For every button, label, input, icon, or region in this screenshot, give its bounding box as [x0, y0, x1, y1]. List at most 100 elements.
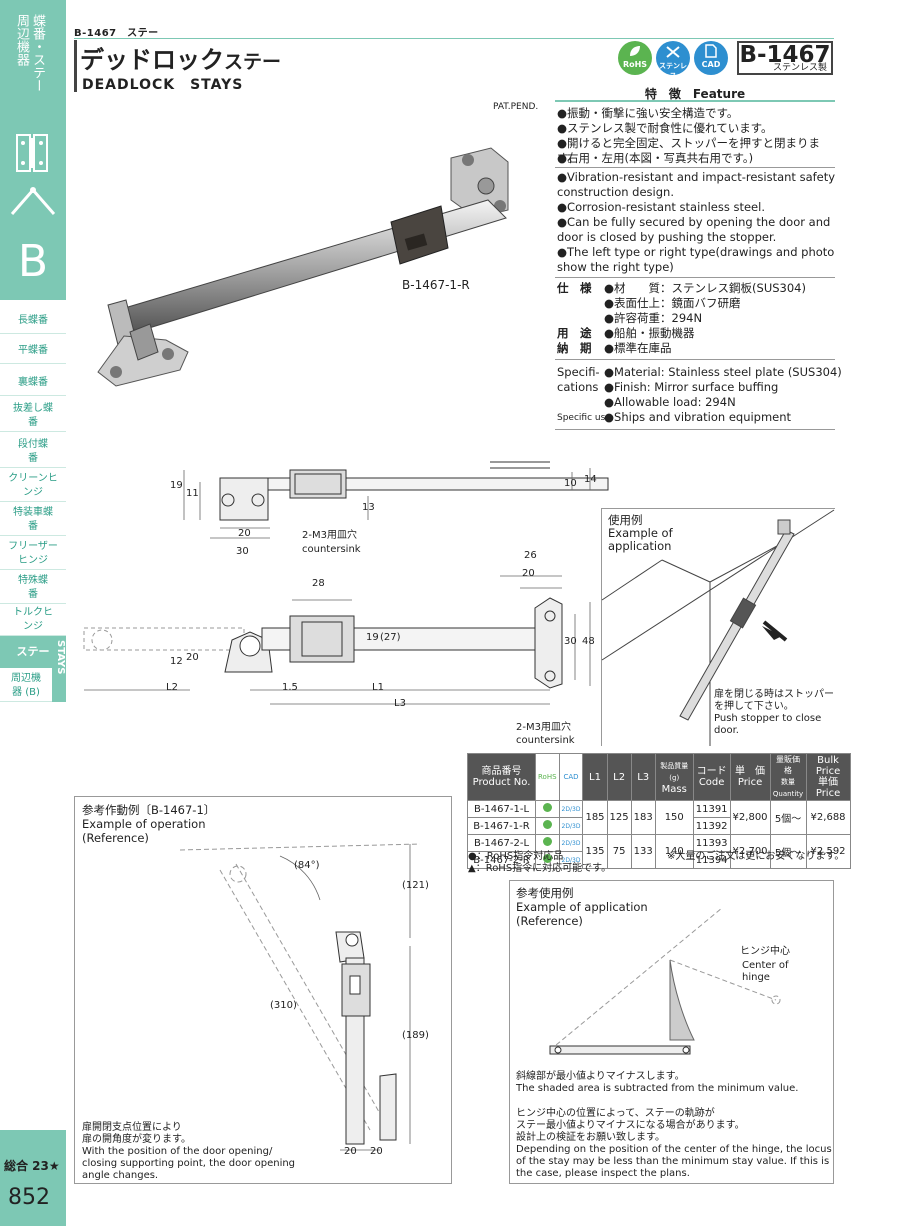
th-rohs-label: RoHS: [538, 772, 557, 781]
cell-rohs: [535, 817, 560, 835]
side-view-drawing: [183, 461, 609, 539]
header-rule: [74, 38, 834, 39]
sidebar-item-1[interactable]: 平蝶番: [0, 338, 66, 364]
sidebar-item-3[interactable]: 抜差し蝶番: [0, 402, 66, 432]
th-mass-en: Mass: [661, 783, 687, 795]
application-drawing: [549, 907, 781, 1055]
operation-title-en1: Example of operation: [82, 817, 206, 831]
cad-badge: CAD: [694, 41, 728, 75]
operation-dim-310: (310): [270, 1000, 297, 1011]
sidebar-item-after[interactable]: 周辺機器 (B): [0, 672, 52, 702]
header-bar: [74, 40, 77, 92]
application-note-0: 斜線部が最小値よりマイナスします。: [516, 1071, 685, 1082]
cell-product: B-1467-1-R: [467, 817, 536, 835]
sidebar-letter: B: [17, 236, 49, 287]
cell-price: ¥2,800: [729, 800, 771, 835]
dim-main-19: 19: [366, 632, 379, 643]
header-code-line: B-1467 ステー: [74, 28, 159, 39]
spec-jp-0: ●材 質：ステンレス鋼板(SUS304): [604, 281, 806, 295]
spec-en-use-label: Specific use: [557, 413, 611, 423]
sidebar-subcategory: 周辺機器: [14, 14, 29, 66]
application-note-4: ステー最小値よりマイナスになる場合があります。: [516, 1120, 745, 1131]
plan-view-drawing: [83, 575, 591, 705]
dim-main-27: (27): [380, 632, 401, 643]
spec-divider-mid: [555, 359, 835, 360]
stay-icon: [10, 187, 56, 215]
cell-cad[interactable]: 2D/3D: [558, 851, 584, 869]
spec-en-label-1: Specifi-: [557, 365, 600, 379]
note-triangle: ▲：RoHS指令に対応可能です。: [468, 863, 612, 874]
operation-dim-121: (121): [402, 880, 429, 891]
sidebar-item-5[interactable]: クリーンヒンジ: [0, 472, 66, 502]
usage-title-en2: application: [608, 539, 672, 553]
dim-main-20: 20: [522, 568, 535, 579]
th-price-en: Price: [737, 777, 763, 788]
cell-cad[interactable]: 2D/3D: [558, 834, 584, 852]
sidebar-item-0[interactable]: 長蝶番: [0, 308, 66, 334]
spec-divider-top: [555, 277, 835, 278]
dim-main-l3: L3: [394, 698, 406, 709]
title-jp-bold: デッドロック: [80, 46, 224, 74]
leaf-icon: [630, 46, 640, 56]
photo-label: B-1467-1-R: [402, 278, 470, 292]
title-en: DEADLOCK STAYS: [82, 77, 244, 93]
sidebar-item-4[interactable]: 段付蝶番: [0, 438, 66, 468]
cell-bulk: ¥2,592: [805, 834, 851, 869]
th-code-en: Code: [698, 777, 725, 788]
dim-top-11: 11: [186, 488, 199, 499]
cell-l2: 125: [606, 800, 632, 835]
spec-label-yoto: 用 途: [557, 326, 592, 340]
sidebar-item-6[interactable]: 特装車蝶番: [0, 506, 66, 536]
sidebar-item-9[interactable]: トルクヒンジ: [0, 606, 66, 636]
page-number: 852: [8, 1185, 50, 1210]
th-rohs: RoHS: [535, 753, 560, 801]
th-cad: CAD: [558, 753, 584, 801]
operation-dim-189: (189): [402, 1030, 429, 1041]
spec-jp-2: ●許容荷重：294N: [604, 311, 703, 325]
dim-main-30: 30: [564, 636, 577, 647]
hinge-center-jp: ヒンジ中心: [740, 946, 790, 957]
th-qty-jp: 量販価格: [776, 755, 801, 775]
sidebar-item-8[interactable]: 特殊蝶番: [0, 574, 66, 604]
application-note-7: of the stay may be less than the minimum…: [516, 1156, 830, 1167]
cad-badge-label: CAD: [701, 60, 721, 69]
application-title-en2: (Reference): [516, 914, 583, 928]
sidebar-sogo: 総合 23★: [4, 1159, 60, 1173]
cell-l3: 133: [630, 834, 656, 869]
cell-rohs: [535, 834, 560, 852]
cell-mass: 140: [654, 834, 694, 869]
operation-dim-20b: 20: [370, 1146, 383, 1157]
usage-note-2: Push stopper to close: [714, 713, 822, 724]
usage-title-jp: 使用例: [608, 513, 643, 527]
rohs-badge-label: RoHS: [622, 60, 648, 69]
sidebar-item-7[interactable]: フリーザーヒンジ: [0, 540, 66, 570]
dim-top-20: 20: [238, 528, 251, 539]
cell-l3: 183: [630, 800, 656, 835]
page-title: デッドロックステー: [80, 40, 281, 75]
cell-qty: 5個～: [769, 800, 807, 835]
cell-code: 11391: [692, 800, 731, 818]
th-l3: L3: [630, 753, 656, 801]
spec-label-shiyo: 仕 様: [557, 281, 592, 295]
cell-product: B-1467-1-L: [467, 800, 536, 818]
pat-pend: PAT.PEND.: [493, 102, 539, 112]
note-rohs: ●：RoHS指令対応品: [468, 851, 564, 862]
note-bulk: ※大量のご注文は更にお安くなります。: [667, 851, 845, 862]
spec-en-label-2: cations: [557, 380, 599, 394]
sidebar-item-2[interactable]: 裏蝶番: [0, 370, 66, 396]
sidebar-stays-tab: STAYS: [52, 640, 66, 702]
cell-cad[interactable]: 2D/3D: [558, 800, 584, 818]
operation-dim-20a: 20: [344, 1146, 357, 1157]
table-row: B-1467-2-R 2D/3D 11394: [467, 851, 851, 869]
feature-jp-3: ●右用・左用(本図・写真共右用です。): [557, 151, 754, 165]
application-note-3: ヒンジ中心の位置によって、ステーの軌跡が: [516, 1108, 715, 1119]
operation-note-1: 扉の開角度が変ります。: [82, 1134, 191, 1145]
feature-en-2: ●Can be fully secured by opening the doo…: [557, 215, 831, 244]
operation-box: [74, 796, 452, 1184]
cell-cad[interactable]: 2D/3D: [558, 817, 584, 835]
feature-heading: 特 徴 Feature: [555, 85, 835, 102]
spec-en-use: ●Ships and vibration equipment: [604, 410, 792, 424]
